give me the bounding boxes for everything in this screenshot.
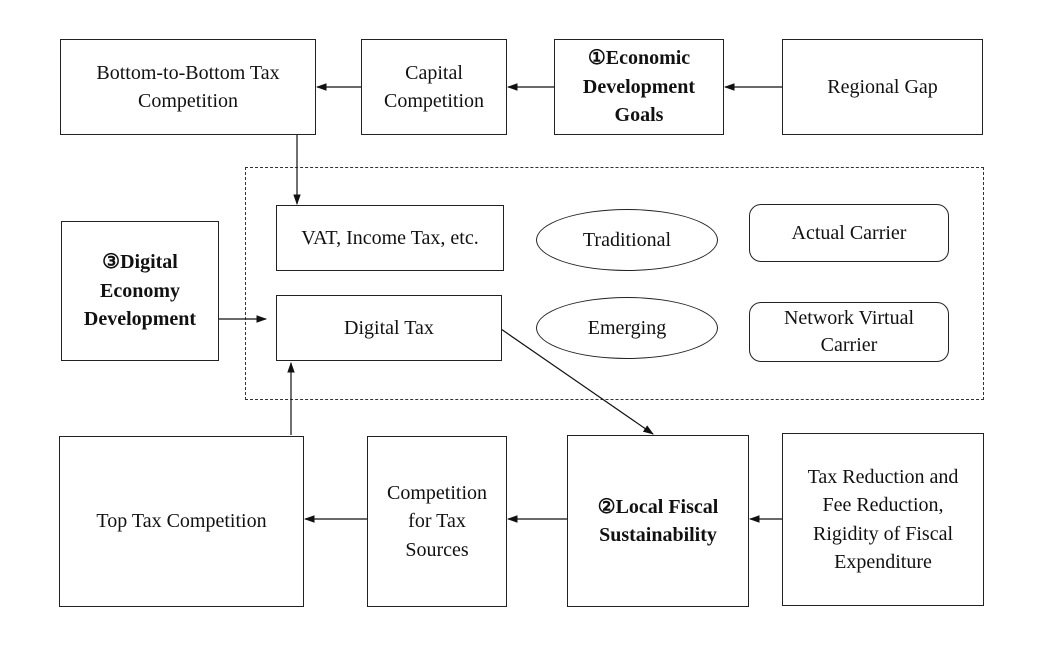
actual-carrier-box: Actual Carrier — [749, 204, 949, 262]
capital-competition-box: Capital Competition — [361, 39, 507, 135]
tax-reduction-box: Tax Reduction and Fee Reduction, Rigidit… — [782, 433, 984, 606]
traditional-label: Traditional — [582, 228, 672, 251]
vat-income-tax-box: VAT, Income Tax, etc. — [276, 205, 504, 271]
top-tax-competition-box: Top Tax Competition — [59, 436, 304, 607]
vat-income-tax-label: VAT, Income Tax, etc. — [301, 226, 479, 249]
competition-tax-sources-label: Competition for Tax Sources — [387, 481, 487, 561]
digital-tax-label: Digital Tax — [344, 316, 434, 339]
economic-goals-label: ①Economic Development Goals — [582, 47, 696, 127]
bottom-tax-competition-label: Bottom-to-Bottom Tax Competition — [96, 61, 280, 112]
local-fiscal-label: ②Local Fiscal Sustainability — [597, 495, 719, 546]
digital-economy-label: ③Digital Economy Development — [83, 251, 197, 331]
economic-goals-box: ①Economic Development Goals — [554, 39, 724, 135]
network-virtual-carrier-box: Network Virtual Carrier — [749, 302, 949, 362]
regional-gap-box: Regional Gap — [782, 39, 983, 135]
tax-category-group — [245, 167, 984, 400]
local-fiscal-box: ②Local Fiscal Sustainability — [567, 435, 749, 607]
capital-competition-label: Capital Competition — [384, 61, 484, 112]
network-virtual-carrier-label: Network Virtual Carrier — [783, 307, 915, 356]
emerging-ellipse: Emerging — [536, 297, 718, 359]
traditional-ellipse: Traditional — [536, 209, 718, 271]
competition-tax-sources-box: Competition for Tax Sources — [367, 436, 507, 607]
digital-economy-box: ③Digital Economy Development — [61, 221, 219, 361]
digital-tax-box: Digital Tax — [276, 295, 502, 361]
regional-gap-label: Regional Gap — [827, 75, 938, 98]
tax-reduction-label: Tax Reduction and Fee Reduction, Rigidit… — [807, 465, 959, 573]
emerging-label: Emerging — [587, 316, 667, 339]
top-tax-competition-label: Top Tax Competition — [96, 510, 267, 533]
actual-carrier-label: Actual Carrier — [791, 221, 907, 244]
edge-digital-tax-to-local-fiscal — [500, 328, 654, 435]
bottom-tax-competition-box: Bottom-to-Bottom Tax Competition — [60, 39, 316, 135]
